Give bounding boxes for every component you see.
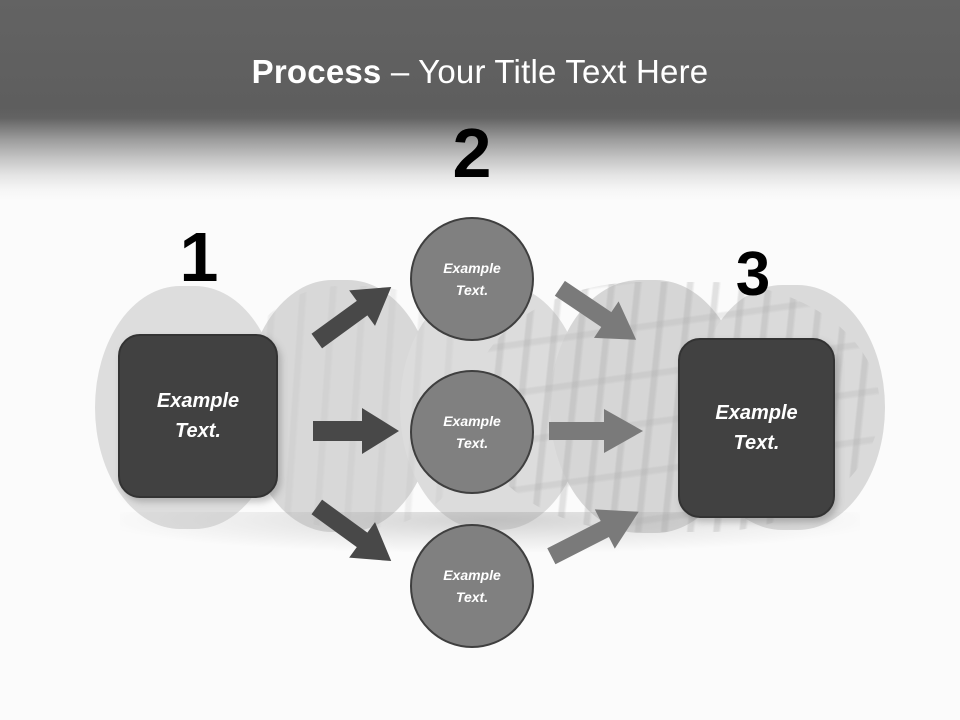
step-circle-2-line2: Text.: [455, 435, 489, 451]
step-number-3: 3: [735, 240, 771, 309]
step-box-3-line2: Text.: [733, 432, 780, 454]
step-circle-2-line1: Example: [443, 413, 501, 429]
step-circle-3[interactable]: Example Text.: [410, 524, 534, 648]
arrow-up-right-icon: [302, 278, 406, 350]
step-number-1: 1: [179, 218, 219, 296]
page-title-rest: – Your Title Text Here: [381, 53, 709, 90]
step-box-1-line2: Text.: [175, 420, 221, 442]
page-title: Process – Your Title Text Here: [0, 52, 960, 92]
arrow-down-right-icon: [546, 278, 650, 350]
step-box-1-line1: Example: [156, 390, 240, 412]
step-box-3-line1: Example: [715, 402, 798, 424]
step-box-1[interactable]: Example Text.: [118, 334, 278, 498]
arrow-down-right-icon: [302, 498, 406, 570]
arrow-right-icon: [546, 403, 646, 459]
step-circle-3-line2: Text.: [455, 589, 489, 605]
step-circle-2[interactable]: Example Text.: [410, 370, 534, 494]
step-circle-3-line1: Example: [443, 567, 501, 583]
step-box-3[interactable]: Example Text.: [678, 338, 835, 518]
step-number-2: 2: [452, 114, 492, 192]
step-circle-1-line1: Example: [443, 260, 501, 276]
arrow-up-right-icon: [540, 498, 650, 570]
step-circle-1-line2: Text.: [455, 282, 489, 298]
page-title-bold: Process: [251, 53, 382, 90]
arrow-right-icon: [310, 403, 402, 459]
header-band: [0, 0, 960, 200]
step-circle-1[interactable]: Example Text.: [410, 217, 534, 341]
